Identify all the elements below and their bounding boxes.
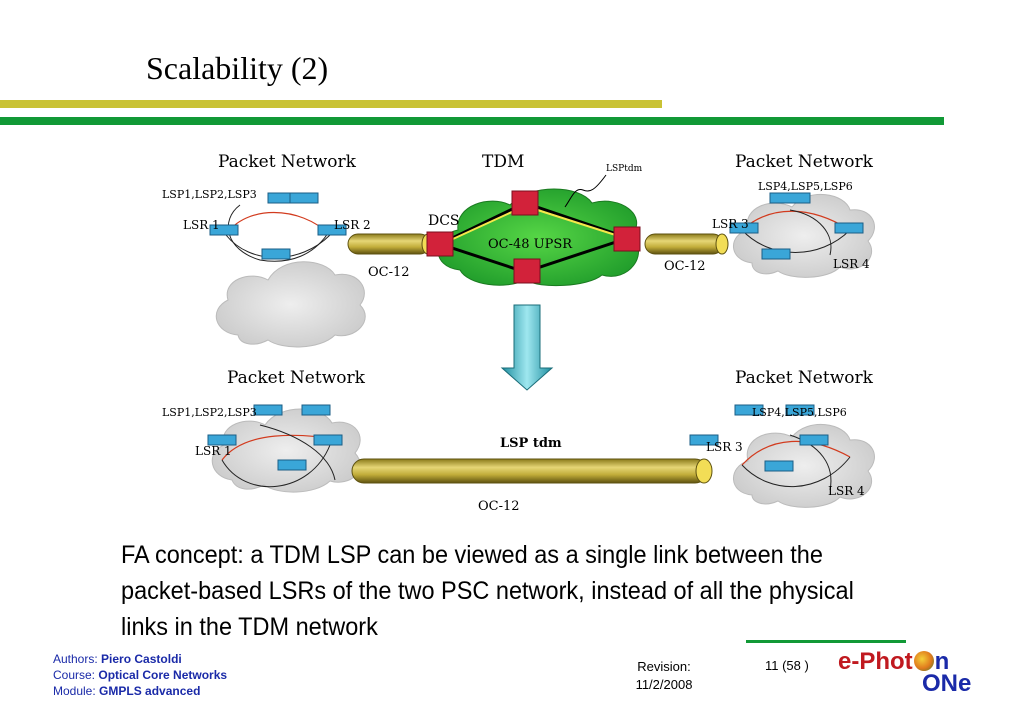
authors-value: Piero Castoldi [101, 652, 182, 666]
course-line: Course: Optical Core Networks [53, 667, 227, 683]
top-lsr3-label: LSR 3 [712, 217, 749, 231]
authors-label: Authors: [53, 652, 98, 666]
module-label: Module: [53, 684, 96, 698]
lsptdm-pointer [564, 174, 607, 208]
top-right-network-label: Packet Network [735, 152, 874, 172]
ring-label: OC-48 UPSR [488, 237, 573, 252]
top-left-packet-cloud [215, 204, 366, 348]
top-left-routers [209, 192, 347, 260]
network-diagram: Packet Network TDM Packet Network LSP1,L… [162, 152, 875, 514]
bottom-oc12-label: OC-12 [478, 499, 520, 514]
bottom-left-routers [207, 404, 343, 471]
bottom-left-network-label: Packet Network [227, 368, 366, 388]
top-lsp-right-label: LSP4,LSP5,LSP6 [758, 180, 853, 193]
top-lsr2-label: LSR 2 [334, 218, 371, 232]
logo-rule [746, 640, 906, 643]
bottom-lsr1-label: LSR 1 [195, 444, 232, 458]
top-oc12-right-label: OC-12 [664, 259, 706, 274]
transform-down-arrow [500, 304, 554, 391]
top-left-network-label: Packet Network [218, 152, 357, 172]
module-value: GMPLS advanced [99, 684, 201, 698]
title-underline-green [0, 117, 944, 125]
ephoton-logo: e-Phot n ONe [838, 648, 978, 700]
title-underline-olive [0, 100, 662, 108]
bottom-lsp-right-label: LSP4,LSP5,LSP6 [752, 406, 847, 419]
bottom-right-network-label: Packet Network [735, 368, 874, 388]
slide-caption: FA concept: a TDM LSP can be viewed as a… [121, 541, 854, 641]
top-lsr1-label: LSR 1 [183, 218, 220, 232]
logo-line1: e-Phot n [838, 648, 949, 676]
authors-line: Authors: Piero Castoldi [53, 651, 227, 667]
bottom-right-packet-cloud [733, 423, 875, 508]
revision-block: Revision: 11/2/2008 [628, 658, 700, 694]
page-number: 11 (58 ) [765, 658, 809, 673]
lsp-tdm-pipe [351, 458, 713, 484]
slide-title: Scalability (2) [146, 50, 329, 86]
top-right-routers [729, 192, 864, 260]
globe-icon [913, 651, 934, 671]
tdm-label: TDM [482, 152, 524, 172]
dcs-label: DCS [428, 213, 460, 229]
lsptdm-label: LSPtdm [606, 164, 643, 174]
lsp-tdm-label: LSP tdm [500, 436, 562, 451]
tdm-switches [426, 190, 641, 284]
bottom-right-routers [689, 404, 829, 472]
bottom-lsr3-label: LSR 3 [706, 440, 743, 454]
bottom-lsr4-label: LSR 4 [828, 484, 865, 498]
bottom-lsp-left-label: LSP1,LSP2,LSP3 [162, 406, 257, 419]
module-line: Module: GMPLS advanced [53, 683, 227, 699]
top-lsr4-label: LSR 4 [833, 257, 870, 271]
top-oc12-left-label: OC-12 [368, 265, 410, 280]
course-label: Course: [53, 668, 96, 682]
top-lsp-left-label: LSP1,LSP2,LSP3 [162, 188, 257, 201]
logo-line2: ONe [922, 670, 972, 697]
course-value: Optical Core Networks [98, 668, 228, 682]
revision-label: Revision: [637, 659, 691, 674]
bottom-left-packet-cloud [211, 408, 361, 493]
revision-date: 11/2/2008 [635, 677, 693, 692]
logo-n: n [934, 648, 950, 675]
footer-meta: Authors: Piero Castoldi Course: Optical … [53, 651, 227, 699]
logo-text: e-Phot [838, 648, 913, 675]
